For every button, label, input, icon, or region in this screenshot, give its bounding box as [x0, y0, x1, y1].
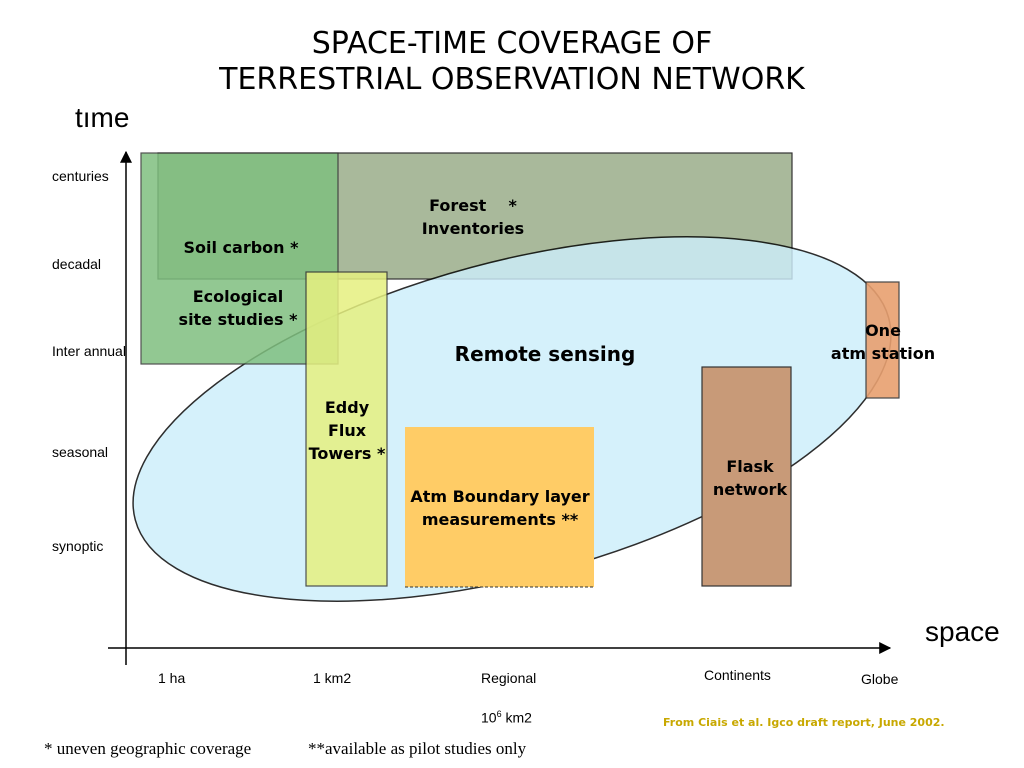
title-line-1: SPACE-TIME COVERAGE OF [311, 26, 713, 61]
ecological-site-studies-label: Ecological site studies * [178, 287, 298, 329]
atm-boundary-label: Atm Boundary layer measurements ** [410, 487, 590, 529]
atm-boundary-region [405, 427, 594, 587]
x-tick-10-6-base: 10 [481, 709, 497, 726]
x-tick-10-6-exponent: 6 [496, 709, 502, 719]
x-tick-continents: Continents [704, 667, 771, 683]
x-tick-10-6-km2: 106 km2 [481, 709, 532, 726]
y-tick-seasonal: seasonal [52, 444, 109, 460]
one-atm-station-region [865, 281, 900, 399]
source-credit: From Ciais et al. Igco draft report, Jun… [663, 716, 945, 729]
flask-network-label: Flask network [712, 457, 788, 499]
footnote-uneven-coverage: * uneven geographic coverage [44, 739, 252, 758]
x-tick-1-km2: 1 km2 [313, 670, 352, 686]
remote-sensing-label: Remote sensing [454, 342, 636, 366]
page-title: SPACE-TIME COVERAGE OF TERRESTRIAL OBSER… [0, 26, 1024, 98]
footnote-pilot-studies: **available as pilot studies only [308, 739, 527, 758]
x-tick-1-ha: 1 ha [158, 670, 186, 686]
y-tick-inter-annual: Inter annual [52, 343, 126, 359]
flask-network-region [701, 366, 792, 587]
one-atm-station-label: One atm station [830, 321, 936, 363]
x-tick-regional: Regional [481, 670, 537, 686]
y-axis-title: tıme [75, 102, 130, 133]
x-tick-10-6-unit: km2 [505, 709, 532, 726]
title-line-2: TERRESTRIAL OBSERVATION NETWORK [219, 62, 805, 97]
eddy-flux-region [305, 271, 388, 587]
soil-carbon-region [140, 152, 339, 365]
soil-carbon-label: Soil carbon * [183, 238, 299, 257]
eddy-flux-towers-label: Eddy Flux Towers * [308, 398, 386, 463]
x-tick-globe: Globe [861, 671, 899, 687]
x-axis-title: space [925, 616, 1000, 647]
y-tick-decadal: decadal [52, 256, 102, 272]
y-tick-centuries: centuries [52, 168, 109, 184]
y-tick-synoptic: synoptic [52, 538, 104, 554]
forest-inventories-label: Forest * Inventories [421, 196, 525, 238]
